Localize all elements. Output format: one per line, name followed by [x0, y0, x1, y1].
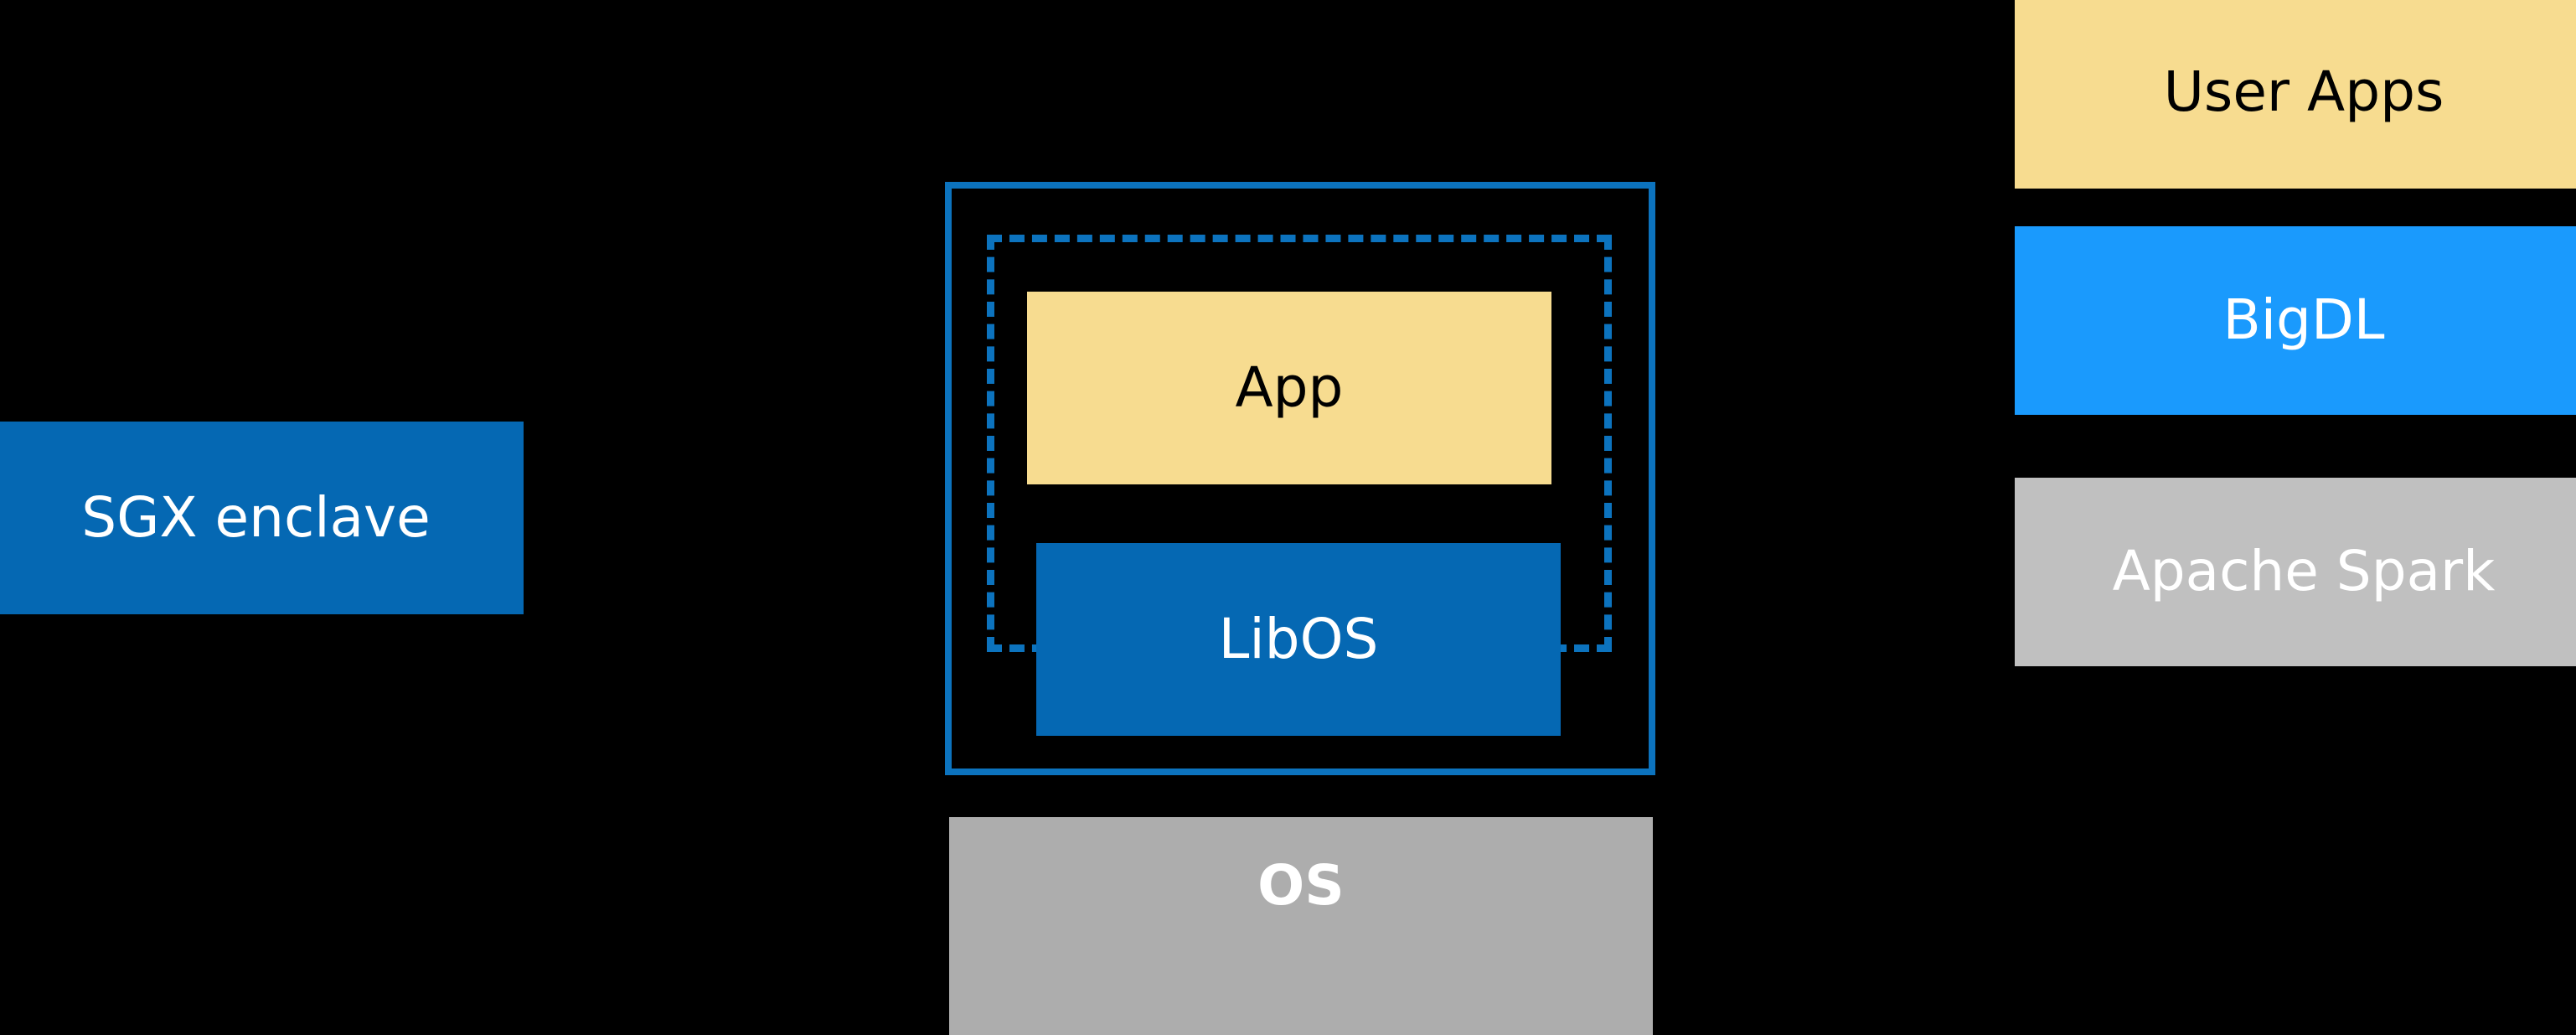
connector-sgx-enclave-to-enclave-boundary [519, 507, 945, 527]
user-apps-box[interactable]: User Apps [2015, 0, 2576, 189]
user-apps-label: User Apps [2163, 60, 2444, 125]
sgx-enclave-label: SGX enclave [81, 484, 431, 550]
enclave-boundary-solid [945, 182, 1655, 775]
os-box[interactable]: OS [949, 817, 1653, 1035]
bigdl-box[interactable]: BigDL [2015, 226, 2576, 415]
bigdl-label: BigDL [2222, 287, 2385, 353]
libos-box[interactable]: LibOS [1036, 543, 1561, 736]
os-label: OS [1257, 853, 1345, 918]
app-box[interactable]: App [1027, 292, 1551, 484]
apache-spark-label: Apache Spark [2112, 539, 2496, 604]
libos-label: LibOS [1218, 606, 1379, 671]
sgx-enclave-box[interactable]: SGX enclave [0, 422, 524, 614]
app-label: App [1235, 354, 1344, 420]
apache-spark-box[interactable]: Apache Spark [2015, 478, 2576, 666]
